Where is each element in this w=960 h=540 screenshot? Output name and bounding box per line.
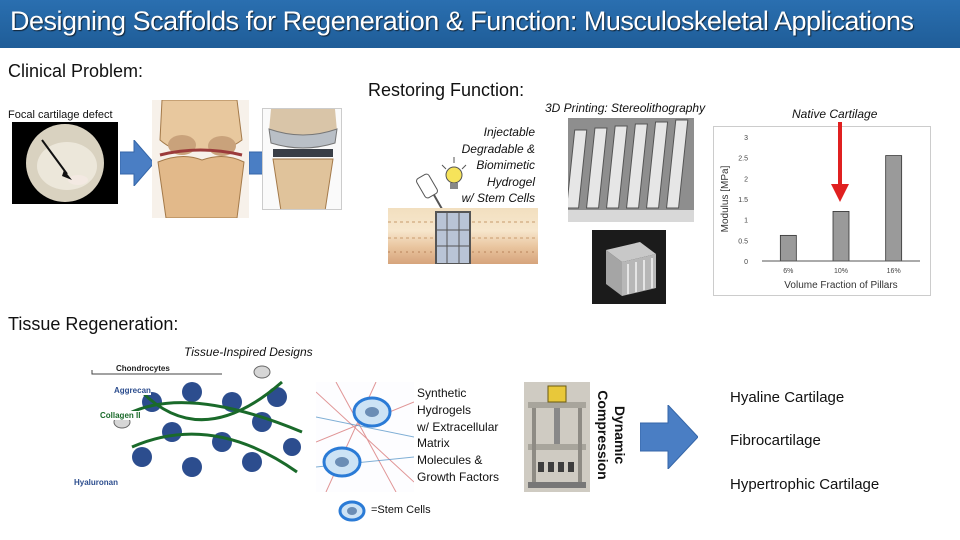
sem-scaffold-image bbox=[568, 118, 694, 222]
sem-scaffold-illustration bbox=[568, 118, 694, 222]
hydrogel-line: w/ Stem Cells bbox=[461, 191, 535, 205]
cartilage-ecm-illustration bbox=[91, 365, 303, 477]
outcome-hypertrophic: Hypertrophic Cartilage bbox=[730, 476, 880, 493]
dynamic-compression-label: Dynamic Compression bbox=[594, 380, 628, 490]
lightbulb-syringe-icon bbox=[416, 157, 467, 210]
chart-ylabel: Modulus [MPa] bbox=[720, 165, 731, 232]
printed-cube-image bbox=[592, 230, 666, 304]
chart-xtick-label: 16% bbox=[887, 268, 901, 275]
chart-ytick-label: 1.5 bbox=[738, 197, 748, 204]
hydrogel-label: Injectable Degradable & Biomimetic Hydro… bbox=[438, 124, 535, 207]
synthetic-hydrogel-diagram bbox=[316, 382, 414, 492]
bioreactor-image bbox=[524, 382, 590, 492]
aggrecan-label: Aggrecan bbox=[114, 386, 151, 395]
stem-cell-legend: =Stem Cells bbox=[371, 504, 431, 516]
hydrogel-line: Hydrogel bbox=[486, 174, 535, 189]
outcome-fibrocartilage: Fibrocartilage bbox=[730, 432, 821, 449]
synthetic-line: Synthetic bbox=[417, 386, 467, 400]
synthetic-hydrogel-illustration bbox=[316, 382, 414, 492]
chart-xtick-label: 6% bbox=[783, 268, 793, 275]
implant-illustration bbox=[268, 109, 338, 209]
page-title: Designing Scaffolds for Regeneration & F… bbox=[10, 6, 914, 36]
hyaluronan-label: Hyaluronan bbox=[74, 478, 119, 487]
tissue-inspired-label: Tissue-Inspired Designs bbox=[184, 345, 313, 359]
printing-label: 3D Printing: Stereolithography bbox=[545, 101, 706, 115]
stem-cell-icon bbox=[338, 500, 366, 522]
chart-ytick-label: 1 bbox=[744, 218, 748, 225]
tissue-regeneration-heading: Tissue Regeneration: bbox=[8, 314, 179, 334]
synthetic-hydrogel-label: Synthetic Hydrogels w/ Extracellular Mat… bbox=[417, 385, 499, 486]
chart-ytick-label: 0.5 bbox=[738, 238, 748, 245]
collagen-label: Collagen II bbox=[100, 411, 141, 420]
chart-bar bbox=[832, 211, 850, 262]
arthritic-knee-image bbox=[152, 100, 249, 218]
synthetic-line: Growth Factors bbox=[417, 469, 500, 484]
arrow-right-icon bbox=[120, 140, 154, 186]
chart-xtick-label: 10% bbox=[834, 268, 848, 275]
arthroscopy-image bbox=[12, 122, 118, 204]
hydrogel-line: Biomimetic bbox=[476, 158, 535, 172]
native-arrow-icon bbox=[831, 122, 849, 202]
synthetic-line: Hydrogels bbox=[417, 402, 472, 417]
dynamic-line: Dynamic bbox=[612, 405, 628, 465]
chart-bar bbox=[885, 155, 903, 262]
synthetic-line: w/ Extracellular bbox=[417, 419, 499, 434]
cartilage-ecm-diagram: Chondrocytes Aggrecan Collagen II Hyalur… bbox=[62, 362, 310, 494]
outcome-hyaline: Hyaline Cartilage bbox=[730, 389, 845, 406]
tissue-layers-illustration bbox=[388, 211, 538, 264]
title-bar bbox=[0, 0, 960, 48]
chart-xlabel: Volume Fraction of Pillars bbox=[784, 280, 897, 291]
printed-cube-illustration bbox=[592, 230, 666, 304]
dynamic-line: Compression bbox=[595, 390, 611, 480]
modulus-chart-svg: 0 0.5 1 1.5 2 2.5 3 6% 10% 16% Volume Fraction o… bbox=[720, 135, 920, 291]
arrow-right-icon bbox=[640, 405, 698, 469]
native-cartilage-label: Native Cartilage bbox=[792, 107, 878, 121]
focal-defect-label: Focal cartilage defect bbox=[8, 109, 113, 121]
chart-ytick-label: 2 bbox=[744, 176, 748, 183]
chart-ytick-label: 3 bbox=[744, 135, 748, 142]
chondrocytes-label: Chondrocytes bbox=[116, 364, 170, 373]
tissue-layers-image bbox=[388, 208, 538, 264]
knee-replacement-image bbox=[262, 108, 342, 210]
arthroscopy-illustration bbox=[26, 124, 104, 202]
clinical-problem-heading: Clinical Problem: bbox=[8, 61, 144, 81]
hydrogel-line: Injectable bbox=[483, 125, 535, 139]
chart-bar bbox=[779, 234, 797, 262]
chart-ytick-label: 2.5 bbox=[738, 156, 748, 163]
bioreactor-illustration bbox=[524, 382, 590, 492]
synthetic-line: Matrix bbox=[417, 436, 450, 451]
hydrogel-line: Degradable & bbox=[461, 141, 535, 156]
knee-illustration bbox=[157, 100, 245, 218]
modulus-chart: 0 0.5 1 1.5 2 2.5 3 6% 10% 16% Volume Fraction o… bbox=[713, 126, 931, 296]
synthetic-line: Molecules & bbox=[417, 453, 483, 468]
chart-ytick-label: 0 bbox=[744, 259, 748, 266]
restoring-function-heading: Restoring Function: bbox=[368, 80, 525, 100]
